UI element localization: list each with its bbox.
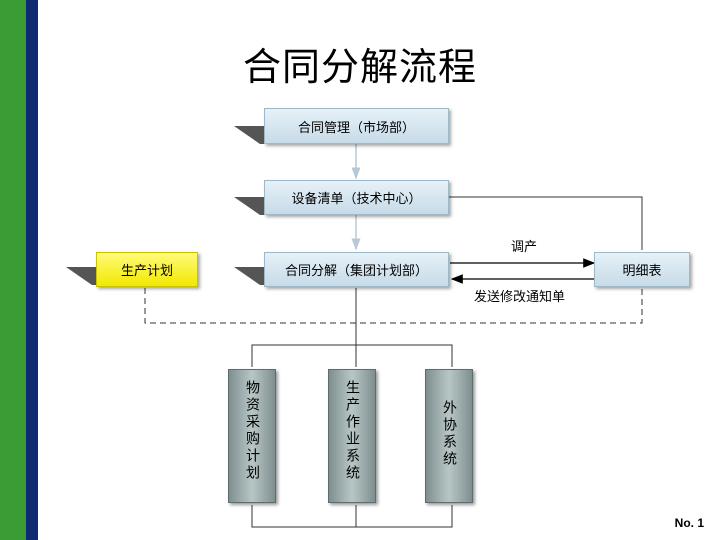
left-accent-bar-navy xyxy=(26,0,38,540)
node-label: 合同管理（市场部） xyxy=(297,120,415,136)
node-production-plan: 生产计划 xyxy=(96,252,198,287)
edge-label-send-notice: 发送修改通知单 xyxy=(474,290,566,305)
node-label: 物资采购计划 xyxy=(244,380,260,482)
node-label: 设备清单（技术中心） xyxy=(291,192,422,207)
node-contract-management: 合同管理（市场部） xyxy=(264,108,449,144)
connector-equipment-to-detail xyxy=(449,196,643,250)
node-label: 外协系统 xyxy=(441,400,457,468)
left-accent-bar-green xyxy=(0,0,26,540)
shadow-wedge-equipment-list xyxy=(234,197,264,215)
connector-branch xyxy=(251,344,453,367)
shadow-wedge-contract-breakdown xyxy=(234,267,264,285)
shadow-wedge-contract-management xyxy=(234,126,264,144)
node-equipment-list: 设备清单（技术中心） xyxy=(264,180,449,215)
edge-label-adjust: 调产 xyxy=(511,240,538,255)
node-contract-breakdown: 合同分解（集团计划部） xyxy=(264,252,449,287)
node-production-work: 生产作业系统 xyxy=(328,369,376,503)
node-label: 明细表 xyxy=(622,264,662,279)
connector-bottom xyxy=(251,505,453,528)
page-number: No. 1 xyxy=(674,516,704,530)
node-material-purchase: 物资采购计划 xyxy=(228,369,276,503)
dashed-feedback-loop xyxy=(144,288,643,324)
node-label: 生产作业系统 xyxy=(344,380,360,482)
node-outsourcing: 外协系统 xyxy=(425,369,473,503)
node-detail-table: 明细表 xyxy=(594,252,690,287)
page-title: 合同分解流程 xyxy=(242,45,477,89)
node-label: 生产计划 xyxy=(120,264,173,279)
shadow-wedge-production-plan xyxy=(66,267,96,285)
node-label: 合同分解（集团计划部） xyxy=(284,264,428,279)
